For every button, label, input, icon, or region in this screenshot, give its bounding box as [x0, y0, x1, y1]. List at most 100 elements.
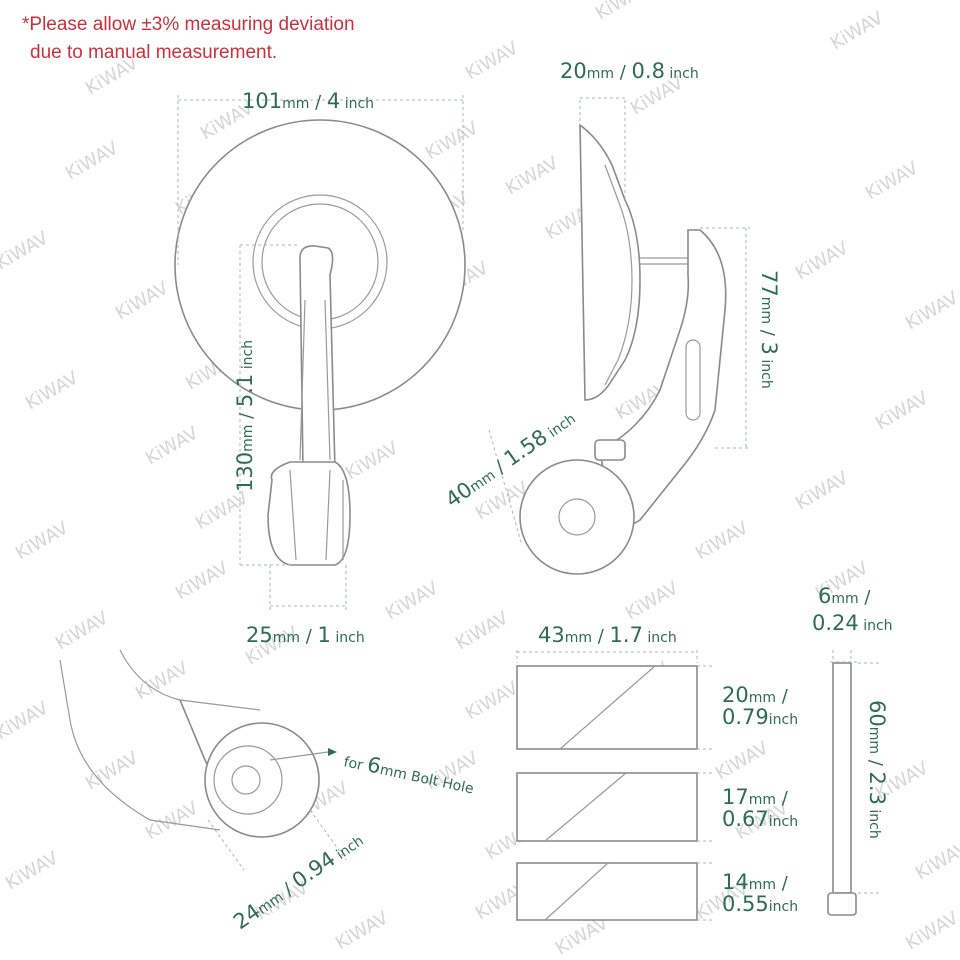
dim-mm-unit: mm [749, 792, 776, 808]
watermark-text: KiWAV [2, 847, 63, 894]
dim-mm-value: 20 [722, 683, 749, 707]
dim-mm-unit: mm [749, 690, 776, 706]
dim-inch-unit: inch [330, 833, 367, 865]
dim-inch-unit: inch [769, 814, 798, 830]
watermark-text: KiWAV [142, 422, 203, 469]
watermark-text: KiWAV [192, 487, 253, 534]
dim-inch-unit: inch [542, 411, 579, 443]
dim-label-spacer_dia_1-mm: 20mm / [722, 683, 789, 707]
dim-label-spacer_dia_2-mm: 17mm / [722, 785, 789, 809]
watermark-text: KiWAV [132, 657, 193, 704]
watermark-text: KiWAV [902, 907, 960, 954]
watermark-text: KiWAV [902, 287, 960, 334]
dim-label-spacer_length: 43mm / 1.7 inch [538, 623, 677, 647]
watermark-text: KiWAV [12, 517, 73, 564]
dim-inch-unit: inch [340, 96, 374, 112]
dim-inch-unit: inch [769, 899, 798, 915]
dim-mm-value: 6 [818, 584, 831, 608]
dim-mm-unit: mm [240, 425, 256, 452]
watermark-text: KiWAV [872, 387, 933, 434]
measurement-note-line1: *Please allow ±3% measuring deviation [22, 14, 355, 35]
dim-inch-value: 1.7 [610, 623, 643, 647]
dim-inch-unit: inch [331, 630, 365, 646]
watermark-text: KiWAV [502, 152, 563, 199]
dim-label-plug_width: 25mm / 1 inch [246, 623, 365, 647]
watermark-text: KiWAV [792, 237, 853, 284]
dim-mm-value: 20 [560, 59, 587, 83]
watermark-text: KiWAV [462, 677, 523, 724]
dim-mm-value: 130 [233, 452, 257, 492]
watermark-text: KiWAV [422, 117, 483, 164]
dim-label-spacer_dia_3-inch: 0.55inch [722, 892, 798, 916]
watermark-text: KiWAV [452, 607, 513, 654]
spacer-set [516, 650, 712, 921]
dim-inch-value: 0.55 [722, 892, 769, 916]
dim-label-mirror_depth: 20mm / 0.8 inch [560, 59, 699, 83]
watermark-text: KiWAV [52, 607, 113, 654]
dim-inch-unit: inch [665, 66, 699, 82]
bolt [827, 650, 880, 916]
dim-label-spacer_dia_2-inch: 0.67inch [722, 807, 798, 831]
mirror-side-view [488, 97, 750, 575]
dim-mm-value: 101 [242, 89, 282, 113]
dim-inch-value: 3 [757, 342, 781, 355]
dim-label-total_height: 130mm / 5.1 inch [233, 340, 257, 492]
watermark-text: KiWAV [382, 577, 443, 624]
dim-mm-unit: mm [565, 630, 592, 646]
watermark-text: KiWAV [0, 227, 53, 274]
watermark-text: KiWAV [622, 577, 683, 624]
dim-inch-value: 0.79 [722, 705, 769, 729]
plug-closeup [59, 649, 347, 871]
dim-inch-unit: inch [769, 712, 798, 728]
dim-inch-value: 1 [318, 623, 331, 647]
watermark-text: KiWAV [22, 367, 83, 414]
watermark-text: KiWAV [712, 737, 773, 784]
dim-mm-unit: mm [758, 297, 774, 324]
watermark-text: KiWAV [912, 837, 960, 884]
dim-mm-unit: mm [866, 727, 882, 754]
dim-label-bolt_dia-inch: 0.24 inch [812, 611, 893, 635]
dim-label-arm_height: 77mm / 3 inch [757, 270, 781, 389]
dim-label-plug_diameter: 24mm / 0.94 inch [229, 827, 367, 934]
dim-mm-unit: mm [749, 877, 776, 893]
watermark-text: KiWAV [462, 37, 523, 84]
dim-inch-value: 2.3 [865, 772, 889, 805]
watermark-text: KiWAV [342, 437, 403, 484]
dim-inch-value: 0.24 [812, 611, 859, 635]
dim-mm-unit: mm [282, 96, 309, 112]
dim-inch-unit: inch [240, 340, 256, 374]
spacer-14mm [516, 862, 698, 921]
dim-inch-value: 0.67 [722, 807, 769, 831]
watermark-text: KiWAV [827, 7, 888, 54]
watermark-text: KiWAV [62, 137, 123, 184]
dim-inch-unit: inch [643, 630, 677, 646]
watermark-text: KiWAV [82, 52, 143, 99]
dim-mm-unit: mm [273, 630, 300, 646]
dim-inch-value: 4 [327, 89, 340, 113]
dim-mm-value: 60 [865, 700, 889, 727]
watermark-text: KiWAV [142, 797, 203, 844]
dim-mm-value: 17 [722, 785, 749, 809]
dim-mm-value: 43 [538, 623, 565, 647]
watermark-text: KiWAV [0, 697, 53, 744]
dim-label-mirror_width: 101mm / 4 inch [242, 89, 374, 113]
dim-label-bolt_dia-mm: 6mm / [818, 584, 871, 608]
dim-mm-value: 77 [757, 270, 781, 297]
dim-inch-value: 5.1 [233, 374, 257, 407]
watermark-text: KiWAV [792, 467, 853, 514]
watermark-text: KiWAV [172, 557, 233, 604]
dim-mm-value: 25 [246, 623, 273, 647]
spacer-17mm [516, 772, 698, 842]
dim-mm-unit: mm [587, 66, 614, 82]
watermark-text: KiWAV [332, 907, 393, 954]
watermark-text: KiWAV [112, 277, 173, 324]
dim-inch-value: 0.8 [632, 59, 665, 83]
dim-label-bolt_length: 60mm / 2.3 inch [865, 700, 889, 839]
dim-mm-value: 14 [722, 870, 749, 894]
dim-label-spacer_dia_1-inch: 0.79inch [722, 705, 798, 729]
watermark-text: KiWAV [692, 517, 753, 564]
dim-label-spacer_dia_3-mm: 14mm / [722, 870, 789, 894]
measurement-note-line2: due to manual measurement. [30, 42, 278, 63]
dim-inch-unit: inch [866, 805, 882, 839]
